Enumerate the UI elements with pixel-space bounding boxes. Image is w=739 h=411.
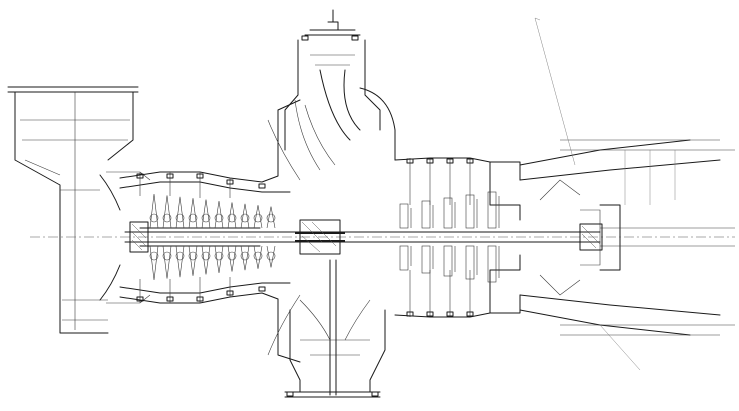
compressor-blade-upper [253, 205, 263, 229]
compressor-blade-rows [149, 193, 276, 281]
compressor-disc-upper [188, 213, 198, 223]
flange-bolt [446, 311, 454, 317]
turbine-blade-rows [399, 191, 500, 283]
turbine-blade-upper [487, 191, 497, 229]
compressor-disc-upper [149, 213, 159, 223]
flange-bolt [466, 311, 474, 317]
front-bearing [129, 221, 149, 253]
compressor-disc-upper [175, 213, 185, 223]
exhaust-diffuser [519, 17, 735, 371]
compressor-casing [119, 99, 301, 363]
flange-bolt [371, 391, 379, 397]
compressor-blade-lower [227, 245, 237, 272]
flange-bolt [406, 158, 414, 164]
compressor-disc-lower [266, 251, 276, 261]
flange-bolt [136, 296, 144, 302]
top-exhaust-volute [284, 9, 396, 171]
flange-bolts [136, 35, 474, 397]
turbine-blade-lower [399, 245, 409, 271]
air-intake-housing [7, 86, 151, 334]
flange-bolt [166, 173, 174, 179]
flange-bolt [196, 296, 204, 302]
compressor-blade-lower [201, 245, 211, 275]
compressor-disc-upper [227, 213, 237, 223]
compressor-blade-lower [240, 245, 250, 271]
turbine-blade-upper [421, 200, 431, 229]
flange-bolt [136, 173, 144, 179]
compressor-disc-upper [240, 213, 250, 223]
compressor-blade-upper [214, 200, 224, 229]
turbine-blade-lower [443, 245, 453, 277]
compressor-blade-lower [149, 245, 159, 281]
compressor-blade-upper [227, 202, 237, 229]
flange-bolt [301, 35, 309, 41]
compressor-disc-lower [162, 251, 172, 261]
flange-bolt [258, 286, 266, 292]
compressor-disc-lower [227, 251, 237, 261]
turbine-blade-lower [465, 245, 475, 280]
turbine-blade-upper [399, 203, 409, 229]
flange-bolt [426, 311, 434, 317]
compressor-disc-lower [188, 251, 198, 261]
compressor-blade-upper [162, 195, 172, 229]
compressor-disc-upper [162, 213, 172, 223]
compressor-disc-lower [175, 251, 185, 261]
compressor-disc-upper [214, 213, 224, 223]
flange-bolt [426, 158, 434, 164]
flange-bolt [166, 296, 174, 302]
compressor-disc-upper [201, 213, 211, 223]
compressor-blade-upper [188, 198, 198, 229]
compressor-blade-lower [253, 245, 263, 269]
compressor-disc-upper [253, 213, 263, 223]
compressor-disc-upper [266, 213, 276, 223]
flange-bolt [226, 179, 234, 185]
turbine-blade-upper [465, 194, 475, 229]
center-bearing [299, 219, 341, 255]
flange-bolt [286, 391, 294, 397]
rear-bearing [579, 223, 603, 251]
compressor-blade-lower [175, 245, 185, 278]
flange-bolt [226, 290, 234, 296]
compressor-disc-lower [201, 251, 211, 261]
compressor-blade-upper [201, 199, 211, 229]
compressor-blade-lower [188, 245, 198, 276]
turbine-blade-lower [421, 245, 431, 274]
compressor-disc-lower [149, 251, 159, 261]
compressor-disc-lower [240, 251, 250, 261]
compressor-blade-lower [266, 245, 276, 268]
compressor-disc-lower [214, 251, 224, 261]
flange-bolt [466, 158, 474, 164]
flange-bolt [196, 173, 204, 179]
turbine-blade-upper [443, 197, 453, 229]
flange-bolt [406, 311, 414, 317]
compressor-disc-lower [253, 251, 263, 261]
bottom-exhaust-volute [284, 259, 386, 398]
compressor-blade-upper [240, 203, 250, 229]
turbine-blade-lower [487, 245, 497, 283]
flange-bolt [258, 183, 266, 189]
rotor-shaft [30, 227, 735, 247]
flange-bolt [446, 158, 454, 164]
compressor-blade-upper [266, 206, 276, 229]
turbine-casing [394, 157, 581, 318]
compressor-blade-lower [162, 245, 172, 279]
compressor-blade-lower [214, 245, 224, 274]
compressor-blade-upper [175, 196, 185, 229]
compressor-blade-upper [149, 193, 159, 229]
flange-bolt [351, 35, 359, 41]
